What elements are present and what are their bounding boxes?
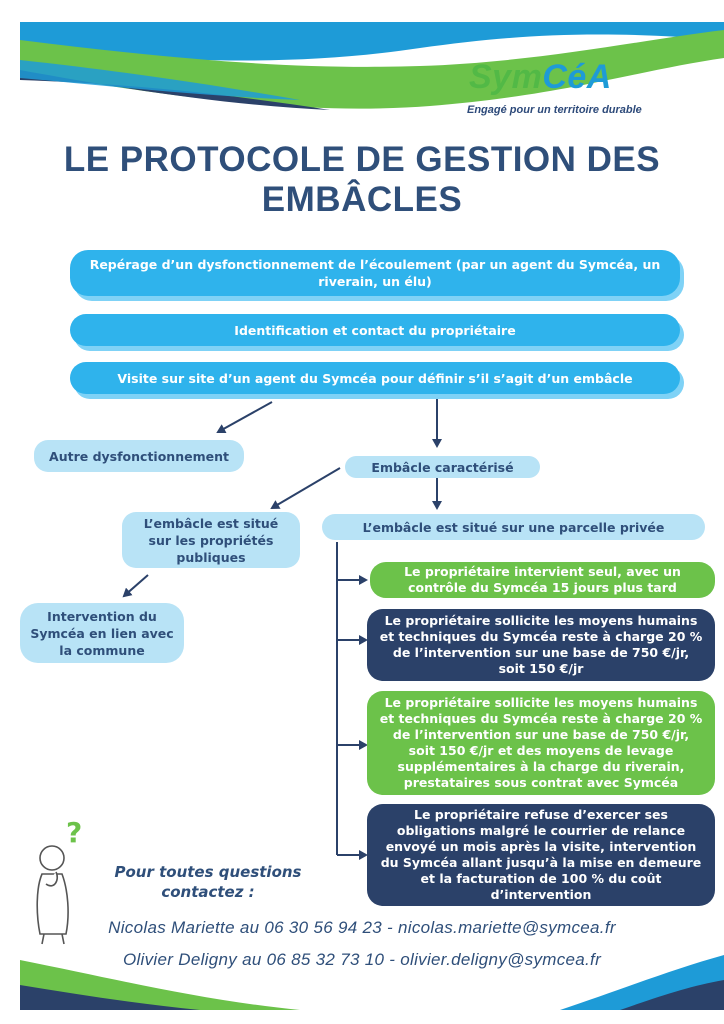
symcea-logo: SymCéA Engagé pour un territoire durable bbox=[455, 58, 642, 128]
contact-olivier: Olivier Deligny au 06 85 32 73 10 - oliv… bbox=[122, 950, 602, 969]
logo-tagline: Engagé pour un territoire durable bbox=[467, 104, 642, 116]
step-autre-dysfonctionnement: Autre dysfonctionnement bbox=[34, 440, 244, 472]
contact-question: Pour toutes questions contactez : bbox=[114, 863, 302, 901]
step-visite: Visite sur site d’un agent du Symcéa pou… bbox=[70, 362, 680, 394]
step-intervention-commune: Intervention du Symcéa en lien avec la c… bbox=[20, 603, 184, 663]
option-moyens-symcea: Le propriétaire sollicite les moyens hum… bbox=[367, 609, 715, 681]
step-proprietes-publiques: L’embâcle est situé sur les propriétés p… bbox=[122, 512, 300, 568]
option-moyens-levage: Le propriétaire sollicite les moyens hum… bbox=[367, 691, 715, 795]
question-mark-icon: ? bbox=[66, 818, 82, 849]
step-parcelle-privee: L’embâcle est situé sur une parcelle pri… bbox=[322, 514, 705, 540]
step-embacle-caracterise: Embâcle caractérisé bbox=[345, 456, 540, 478]
step-reperage: Repérage d’un dysfonctionnement de l’éco… bbox=[70, 250, 680, 296]
page-title: LE PROTOCOLE DE GESTION DES EMBÂCLES bbox=[63, 140, 661, 219]
option-proprietaire-seul: Le propriétaire intervient seul, avec un… bbox=[370, 562, 715, 598]
option-refus-proprietaire: Le propriétaire refuse d’exercer ses obl… bbox=[367, 804, 715, 906]
step-identification: Identification et contact du propriétair… bbox=[70, 314, 680, 346]
thinking-person-icon: ? bbox=[36, 818, 82, 945]
logo-name: SymCéA bbox=[469, 58, 612, 96]
contact-nicolas: Nicolas Mariette au 06 30 56 94 23 - nic… bbox=[108, 918, 616, 937]
